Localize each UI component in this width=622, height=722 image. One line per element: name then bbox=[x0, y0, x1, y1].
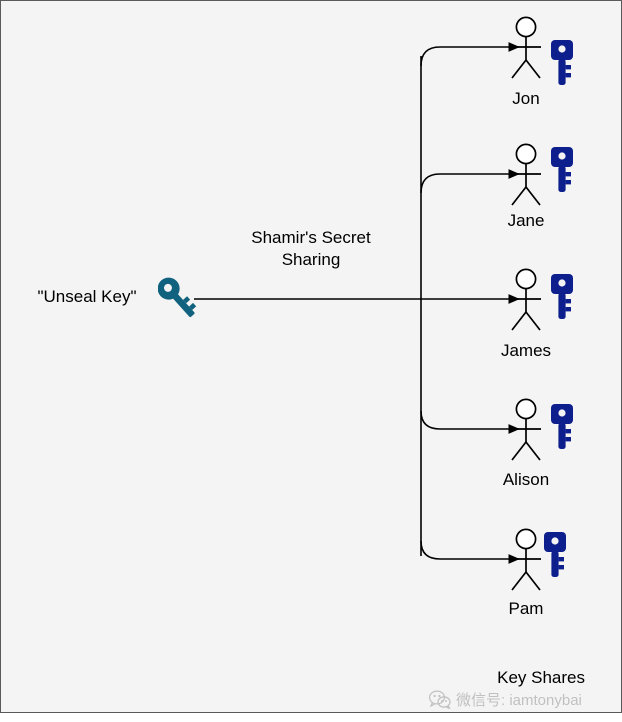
share-key-pam bbox=[539, 531, 571, 579]
person-icon bbox=[511, 528, 541, 591]
share-key-james bbox=[546, 273, 578, 321]
share-key-alison bbox=[546, 403, 578, 451]
share-name-alison: Alison bbox=[502, 470, 550, 489]
share-node-james bbox=[504, 268, 548, 332]
share-name-pam: Pam bbox=[508, 599, 544, 618]
source-key-label: "Unseal Key" bbox=[37, 287, 137, 306]
share-node-jane bbox=[504, 143, 548, 207]
process-label-line1: Shamir's Secret bbox=[251, 228, 371, 247]
wechat-icon bbox=[429, 690, 451, 709]
watermark: 微信号: iamtonybai bbox=[429, 689, 582, 710]
process-label: Shamir's Secret Sharing bbox=[216, 227, 406, 271]
share-node-alison bbox=[504, 398, 548, 462]
share-node-jon bbox=[504, 16, 548, 80]
share-key-jane bbox=[546, 146, 578, 194]
key-shares-label: Key Shares bbox=[497, 668, 585, 687]
unseal-key-icon bbox=[158, 273, 198, 325]
key-icon bbox=[551, 40, 573, 85]
key-icon bbox=[551, 274, 573, 319]
person-icon bbox=[511, 268, 541, 331]
share-name-jane: Jane bbox=[507, 211, 545, 230]
key-icon bbox=[551, 147, 573, 192]
share-node-pam bbox=[504, 528, 548, 592]
person-icon bbox=[511, 16, 541, 79]
key-icon bbox=[544, 532, 566, 577]
share-name-jon: Jon bbox=[512, 89, 540, 108]
person-icon bbox=[511, 143, 541, 206]
process-label-line2: Sharing bbox=[281, 250, 341, 269]
watermark-text: 微信号: iamtonybai bbox=[456, 692, 582, 709]
share-key-jon bbox=[546, 39, 578, 87]
key-icon bbox=[551, 404, 573, 449]
share-name-james: James bbox=[500, 341, 552, 360]
person-icon bbox=[511, 398, 541, 461]
